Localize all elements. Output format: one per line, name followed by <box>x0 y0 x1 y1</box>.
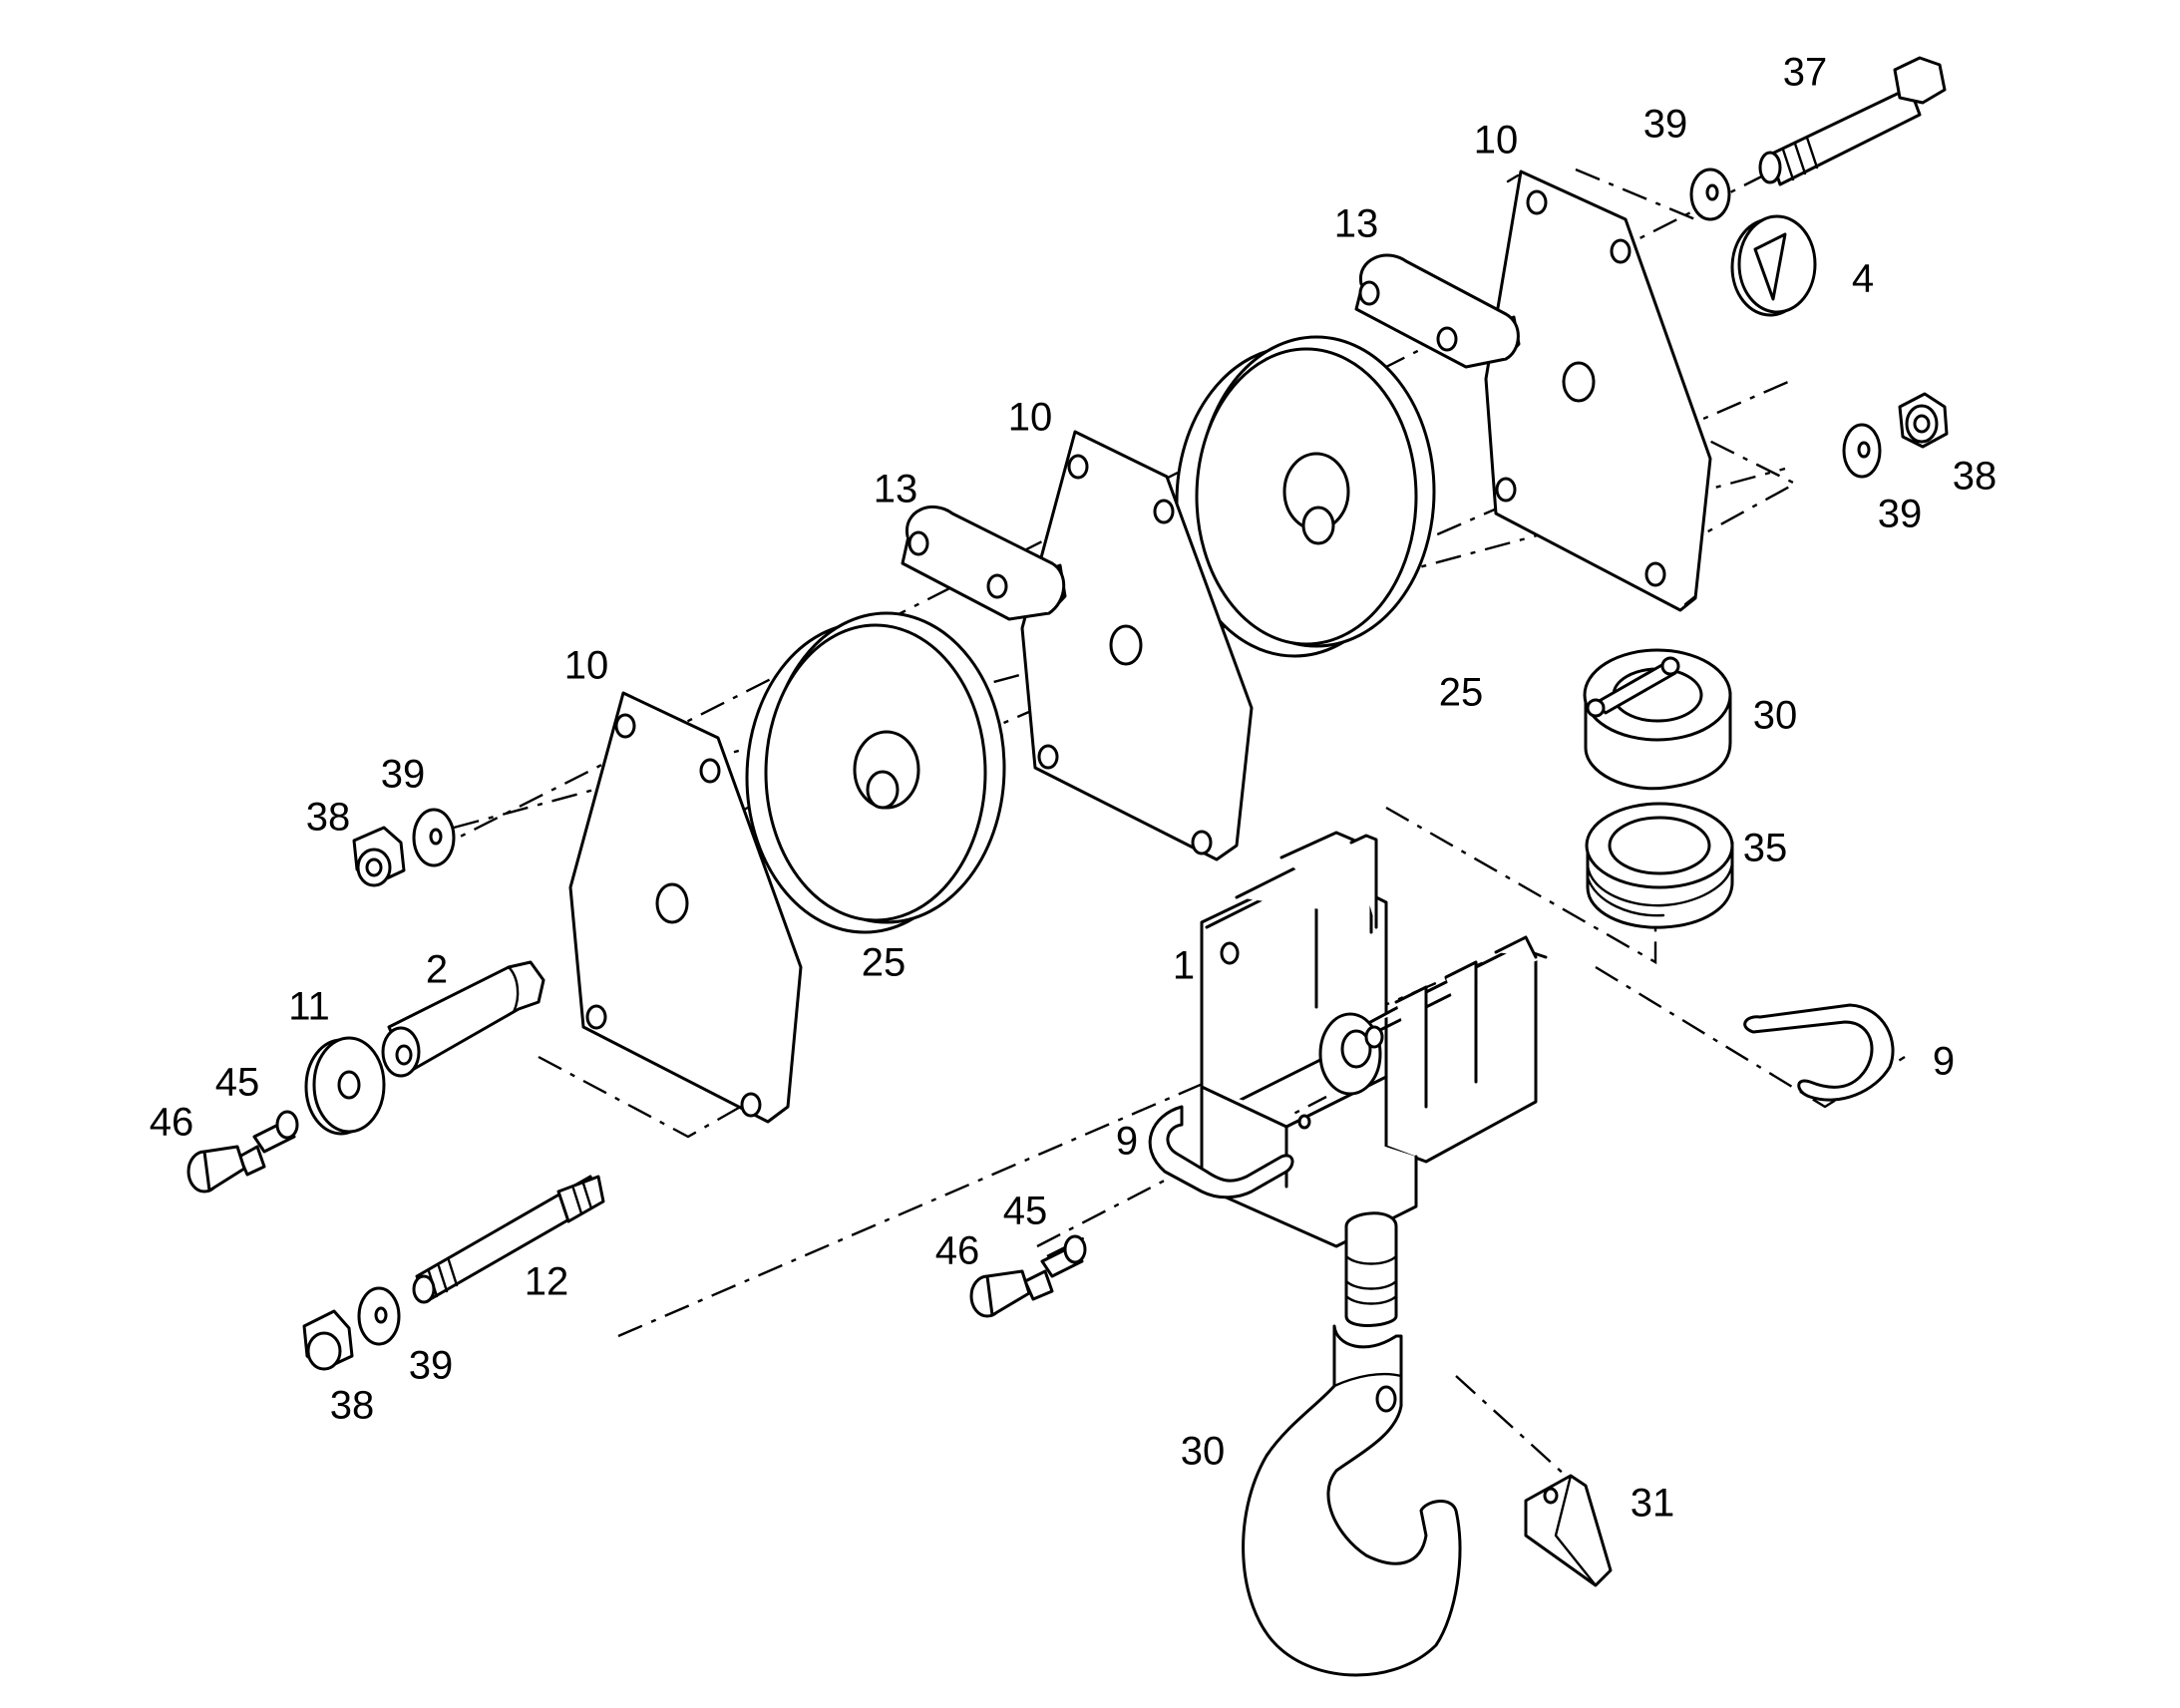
callout-1: 1 <box>1173 944 1195 988</box>
pin <box>381 960 545 1078</box>
callout-38: 38 <box>306 796 351 840</box>
callout-35: 35 <box>1743 827 1788 870</box>
thrust-bearing <box>1585 802 1734 929</box>
crane-hook <box>1242 1211 1462 1677</box>
tie-bolt <box>412 1175 605 1304</box>
callout-10: 10 <box>1474 119 1519 163</box>
callout-13: 13 <box>1334 202 1379 246</box>
callout-25: 25 <box>1439 671 1484 715</box>
callout-46: 46 <box>150 1101 194 1145</box>
hook-safety-latch <box>1524 1474 1613 1587</box>
sheave-front <box>745 611 1006 934</box>
callout-9: 9 <box>1933 1040 1955 1084</box>
callout-13: 13 <box>874 468 918 512</box>
side-plate-rear <box>1484 170 1712 612</box>
side-plate-front <box>568 691 803 1124</box>
u-clip-left <box>1148 1105 1294 1199</box>
callout-46: 46 <box>935 1229 980 1273</box>
grease-nipple-center <box>969 1234 1087 1318</box>
callout-4: 4 <box>1852 257 1874 301</box>
callout-10: 10 <box>1008 396 1053 440</box>
callout-39: 39 <box>1878 493 1923 536</box>
callout-39: 39 <box>381 753 426 797</box>
side-plate-middle <box>1020 430 1254 861</box>
callout-9: 9 <box>1116 1120 1138 1164</box>
lock-plate <box>1730 214 1817 317</box>
callout-labels: 37 39 10 13 4 38 39 10 13 25 30 10 39 38… <box>150 51 1998 1526</box>
grease-nipple-left <box>186 1110 299 1194</box>
nut-washer-left-upper <box>352 808 456 887</box>
callout-37: 37 <box>1783 51 1828 95</box>
callout-31: 31 <box>1631 1482 1675 1526</box>
pin-retaining-washer <box>304 1036 386 1136</box>
callout-30: 30 <box>1181 1430 1226 1474</box>
spacer-block-rear <box>1354 253 1521 369</box>
callout-11: 11 <box>288 985 330 1029</box>
callout-30: 30 <box>1753 694 1798 738</box>
callout-12: 12 <box>525 1260 569 1304</box>
callout-38: 38 <box>330 1384 375 1428</box>
callout-2: 2 <box>426 948 448 992</box>
sheave-rear <box>1175 335 1436 658</box>
hex-head-bolt <box>1758 56 1947 186</box>
callout-45: 45 <box>1003 1190 1048 1233</box>
washer-top <box>1689 168 1731 221</box>
spacer-block-middle <box>901 505 1067 621</box>
callout-10: 10 <box>564 644 609 688</box>
trunnion-nut <box>1583 648 1732 791</box>
nut-washer-right <box>1842 392 1949 479</box>
callout-38: 38 <box>1953 455 1998 499</box>
nut-washer-left-lower <box>302 1286 401 1371</box>
callout-39: 39 <box>1643 103 1688 147</box>
callout-39: 39 <box>409 1344 454 1388</box>
callout-45: 45 <box>215 1061 260 1105</box>
u-clip-right <box>1743 1003 1895 1102</box>
callout-25: 25 <box>862 941 907 985</box>
hook-yoke-frame <box>1200 831 1548 1248</box>
